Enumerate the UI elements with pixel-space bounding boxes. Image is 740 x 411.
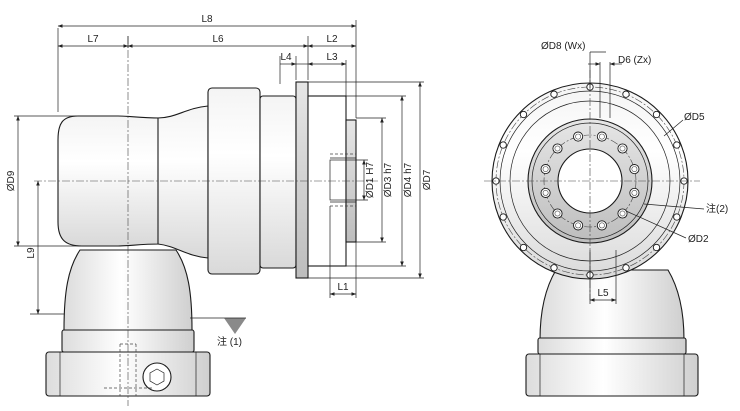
bolt-hole bbox=[550, 264, 558, 272]
dim-L9: L9 bbox=[26, 247, 37, 259]
tapped-hole bbox=[540, 187, 551, 198]
tapped-hole bbox=[573, 220, 584, 231]
tapped-hole bbox=[552, 143, 563, 154]
neck bbox=[157, 105, 209, 259]
tapped-hole bbox=[617, 143, 628, 154]
flange-pilot bbox=[307, 95, 347, 267]
bolt-hole bbox=[622, 90, 630, 98]
tapped-hole bbox=[540, 164, 551, 175]
tapped-hole-thread bbox=[619, 145, 626, 152]
dim-D3: ØD3 h7 bbox=[383, 162, 394, 197]
hex-socket-icon bbox=[149, 368, 165, 386]
output-flange bbox=[295, 81, 309, 279]
tapped-hole-thread bbox=[542, 166, 549, 172]
dim-D9: ØD9 bbox=[6, 170, 17, 191]
bolt-hole bbox=[499, 213, 507, 221]
clamp-screw bbox=[142, 362, 172, 392]
outer-bolt-holes bbox=[492, 83, 688, 279]
bolt-hole bbox=[519, 243, 528, 252]
tapped-hole bbox=[617, 208, 628, 219]
tapped-hole-thread bbox=[631, 189, 638, 196]
bolt-hole bbox=[652, 110, 661, 119]
tapped-hole bbox=[629, 187, 640, 198]
dim-D8: ØD8 (Wx) bbox=[541, 41, 585, 52]
dim-L4: L4 bbox=[280, 52, 292, 63]
output-bore bbox=[329, 159, 357, 201]
tapped-hole-thread bbox=[599, 133, 605, 140]
bolt-hole bbox=[673, 141, 681, 149]
tapped-hole bbox=[596, 131, 607, 142]
dim-L2: L2 bbox=[326, 34, 338, 45]
tapped-hole bbox=[552, 208, 563, 219]
dim-D6: D6 (Zx) bbox=[618, 55, 651, 66]
tapped-hole-thread bbox=[542, 189, 549, 196]
dim-D4: ØD4 h7 bbox=[403, 162, 414, 197]
front-adapter-band bbox=[537, 337, 687, 355]
dim-L1: L1 bbox=[337, 282, 349, 293]
note-2: 注(2) bbox=[706, 202, 728, 215]
side-view: L8 L7 L6 L2 L4 L3 ØD9 L9 注 (1) ØD1 H bbox=[6, 14, 433, 406]
bolt-hole bbox=[673, 213, 681, 221]
bolt-hole bbox=[519, 110, 528, 119]
dim-L6: L6 bbox=[212, 34, 224, 45]
bolt-hole bbox=[499, 141, 507, 149]
bolt-hole bbox=[550, 90, 558, 98]
tapped-hole bbox=[629, 164, 640, 175]
dim-D2: ØD2 bbox=[688, 234, 709, 245]
tapped-hole-thread bbox=[575, 222, 581, 229]
dim-L8: L8 bbox=[201, 14, 213, 25]
note-1: 注 (1) bbox=[217, 335, 242, 348]
dim-L3: L3 bbox=[326, 52, 338, 63]
tapped-hole-thread bbox=[631, 166, 638, 172]
tapped-hole bbox=[573, 131, 584, 142]
tapped-hole-thread bbox=[619, 210, 626, 217]
tapped-hole-thread bbox=[599, 222, 605, 229]
tapped-hole-thread bbox=[554, 145, 561, 152]
dim-D5: ØD5 bbox=[684, 112, 705, 123]
front-clamp-block bbox=[525, 353, 699, 397]
bolt-hole bbox=[652, 243, 661, 252]
dim-D1: ØD1 H7 bbox=[365, 162, 376, 199]
front-view: ØD8 (Wx) D6 (Zx) ØD5 注(2) ØD2 L5 bbox=[484, 41, 728, 397]
inner-tapped-holes bbox=[540, 131, 640, 231]
front-motor-adapter bbox=[539, 269, 685, 341]
tapped-hole bbox=[596, 220, 607, 231]
tapped-hole-thread bbox=[575, 133, 581, 140]
bolt-hole bbox=[622, 264, 630, 272]
tapped-hole-thread bbox=[554, 210, 561, 217]
reference-triangle-icon bbox=[224, 318, 246, 334]
dim-L5: L5 bbox=[597, 288, 609, 299]
dim-D7: ØD7 bbox=[422, 169, 433, 190]
dim-L7: L7 bbox=[87, 34, 99, 45]
gear-housing-ring bbox=[259, 95, 297, 269]
